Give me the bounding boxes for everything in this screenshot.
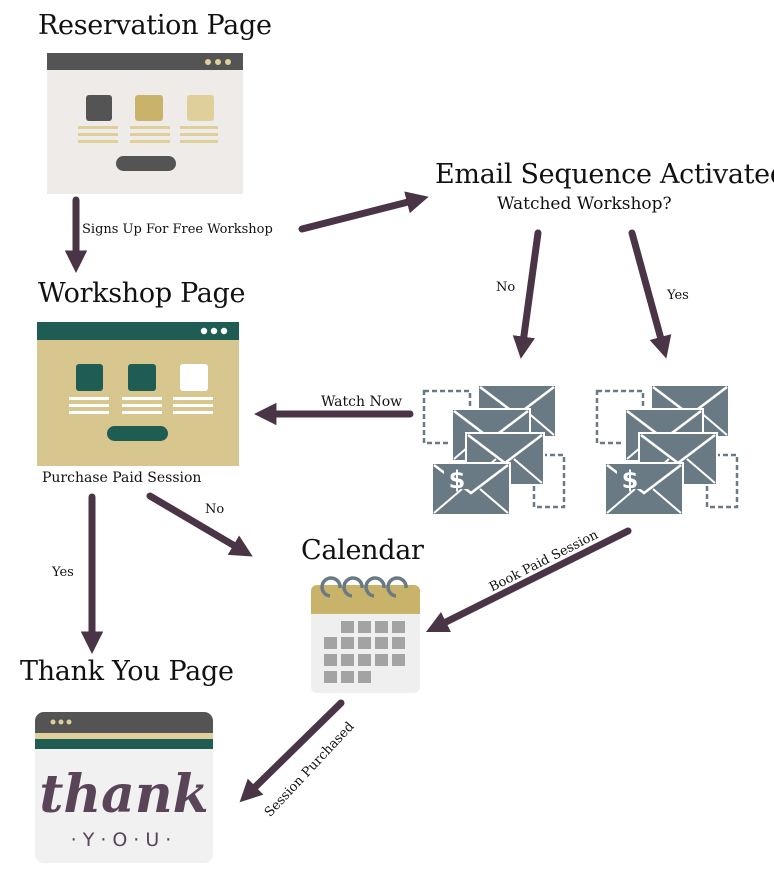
workshop-page-icon [37,322,239,466]
edge-label-yes-email: Yes [667,288,689,303]
email-sequence-title: Email Sequence Activated: [435,159,774,190]
email-sequence-question: Watched Workshop? [497,194,672,214]
edge-label-signs-up: Signs Up For Free Workshop [82,222,273,237]
calendar-title: Calendar [301,535,424,566]
svg-text:·Y·O·U·: ·Y·O·U· [71,829,178,851]
edge-label-no-email: No [496,280,516,295]
edge-session-purchased [239,699,345,803]
thank-you-card-icon: thank ·Y·O·U· [35,712,213,863]
calendar-icon [311,576,420,693]
envelope-stack-icon-yes [597,385,737,515]
envelope-stack-icon-no [424,385,564,515]
thank-you-page-title: Thank You Page [20,656,234,687]
workshop-caption: Purchase Paid Session [42,470,202,486]
edge-signup-to-email [298,191,429,233]
edge-book-paid [425,527,632,633]
edge-email-yes [628,229,672,359]
svg-text:thank: thank [39,764,208,825]
edge-purchase-no [146,492,253,557]
edge-label-yes-purchase: Yes [52,565,74,580]
edge-label-no-purchase: No [205,502,225,517]
edge-email-no [512,229,542,359]
reservation-page-title: Reservation Page [38,10,272,41]
workshop-page-title: Workshop Page [38,278,246,309]
edge-label-watch-now: Watch Now [321,394,403,410]
reservation-page-icon [47,53,243,194]
